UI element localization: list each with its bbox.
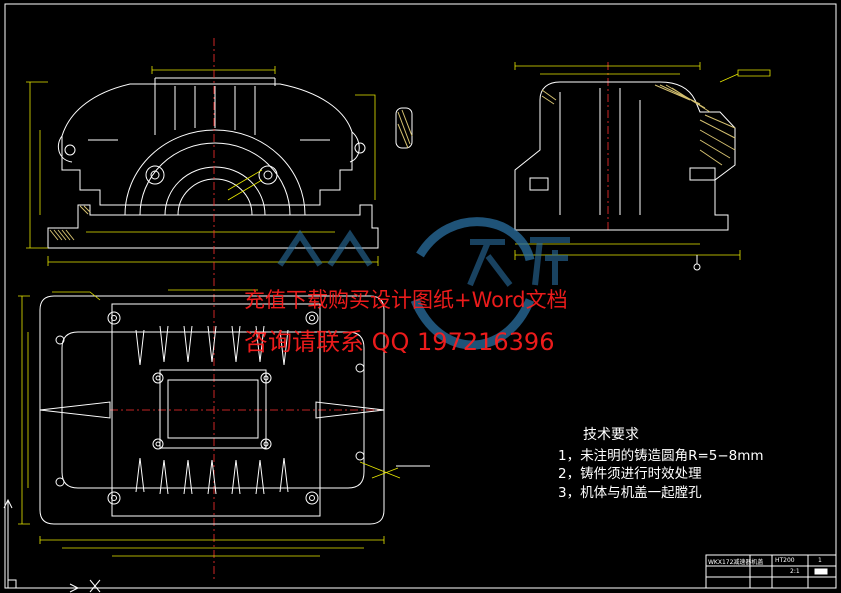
tech-requirement-item: 3，机体与机盖一起膛孔 <box>558 485 702 501</box>
title-block <box>705 554 837 589</box>
drawing-border <box>4 3 837 589</box>
watermark-line-1: 充值下载购买设计图纸+Word文档 <box>244 288 568 312</box>
tech-requirements-title: 技术要求 <box>583 427 639 443</box>
side-view-hatch <box>541 84 736 166</box>
title-block-scale: 2:1 <box>790 568 800 575</box>
plan-view-dimensions <box>18 289 401 557</box>
watermark-logo-text <box>277 229 570 287</box>
side-view <box>514 81 736 231</box>
center-lines <box>110 38 609 580</box>
title-block-material: HT200 <box>775 557 795 564</box>
lug-detail <box>395 107 413 149</box>
side-view-dimensions <box>514 62 771 260</box>
title-block-sheet: 1 <box>818 557 822 564</box>
front-view-dimensions <box>26 66 379 266</box>
title-block-drawing-name: WKX172减速器机盖 <box>708 559 764 566</box>
plan-view <box>39 295 385 525</box>
ucs-axis-icon <box>3 498 101 593</box>
side-view-datum <box>693 255 701 271</box>
tech-requirement-item: 2，铸件须进行时效处理 <box>558 466 702 482</box>
tech-requirement-item: 1，未注明的铸造圆角R=5−8mm <box>558 448 764 464</box>
watermark-logo <box>410 217 535 350</box>
front-view-hatch <box>49 205 91 241</box>
front-view <box>47 77 379 249</box>
watermark-line-2: 咨询请联系 QQ 197216396 <box>244 328 555 356</box>
